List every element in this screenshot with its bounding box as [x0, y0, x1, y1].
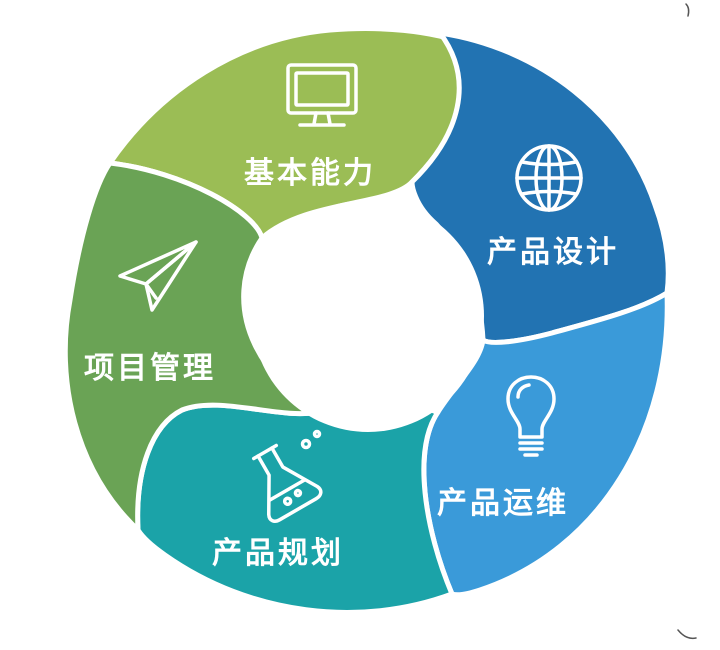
lightbulb-icon [506, 375, 556, 457]
segment-label-product-operations: 产品运维 [437, 486, 569, 521]
segment-label-project-management: 项目管理 [84, 351, 216, 386]
segment-layer [62, 26, 671, 615]
paper-plane-icon [118, 240, 198, 312]
center-hole [252, 200, 484, 432]
segment-label-product-planning: 产品规划 [212, 536, 344, 571]
segment-product-design: 产品设计 [487, 144, 619, 270]
segment-product-operations: 产品运维 [437, 375, 569, 521]
segment-label-product-design: 产品设计 [487, 235, 619, 270]
segment-basic-ability: 基本能力 [244, 63, 376, 191]
monitor-icon [286, 63, 358, 127]
flask-icon [251, 429, 323, 523]
edge-mark-bottom [677, 629, 697, 640]
segment-project-management: 项目管理 [84, 240, 216, 386]
segment-shape-project-management [62, 160, 321, 533]
globe-icon [515, 144, 583, 212]
edge-mark-top [685, 3, 690, 17]
segment-product-planning: 产品规划 [212, 429, 344, 571]
segment-label-basic-ability: 基本能力 [244, 156, 376, 191]
